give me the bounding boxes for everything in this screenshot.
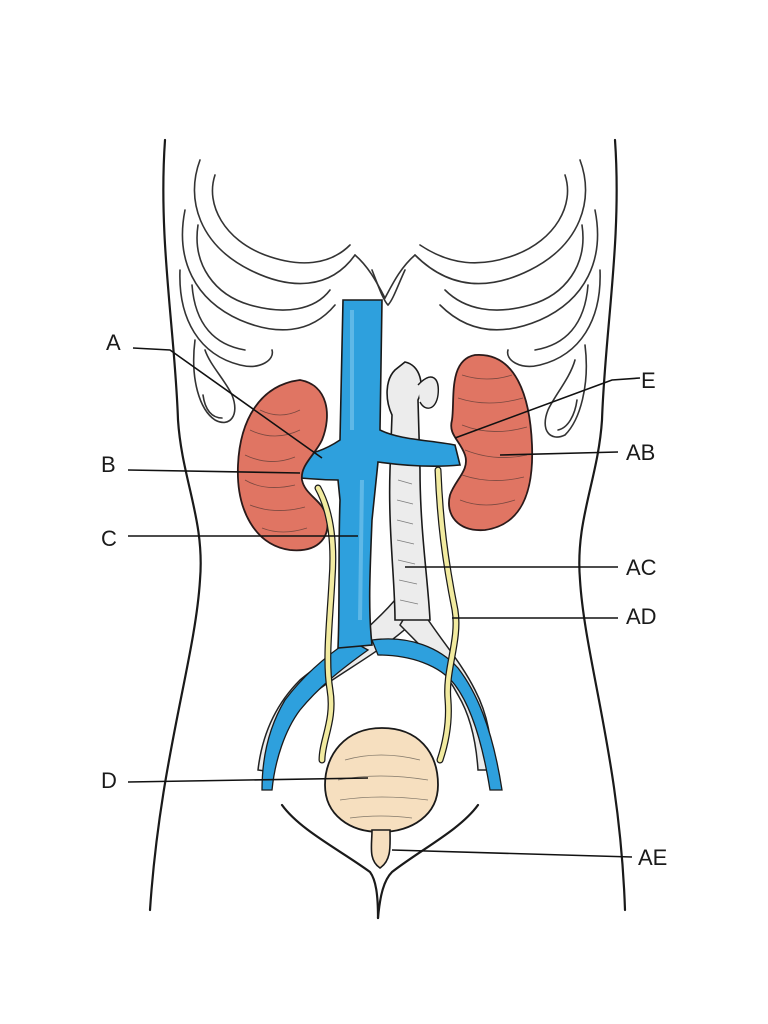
labels: A B C D E AB AC AD AE (101, 330, 667, 870)
label-AC: AC (626, 555, 657, 580)
label-E: E (641, 368, 656, 393)
leader-A (132, 347, 323, 459)
leader-AE (391, 849, 633, 858)
urethra (370, 829, 391, 869)
label-D: D (101, 768, 117, 793)
leader-E (454, 377, 641, 439)
kidney-right (448, 354, 534, 531)
label-AB: AB (626, 440, 655, 465)
label-AD: AD (626, 604, 657, 629)
bladder (324, 727, 439, 833)
iliac-veins (261, 638, 503, 791)
label-A: A (106, 330, 121, 355)
ureters (314, 466, 460, 764)
label-C: C (101, 526, 117, 551)
aorta (386, 361, 439, 621)
label-AE: AE (638, 845, 667, 870)
leader-AB (499, 451, 619, 456)
label-B: B (101, 452, 116, 477)
leader-B (127, 469, 301, 474)
leader-D (127, 777, 369, 783)
rib-cage (179, 159, 601, 438)
leader-lines (127, 347, 641, 858)
body-outline (148, 138, 627, 920)
